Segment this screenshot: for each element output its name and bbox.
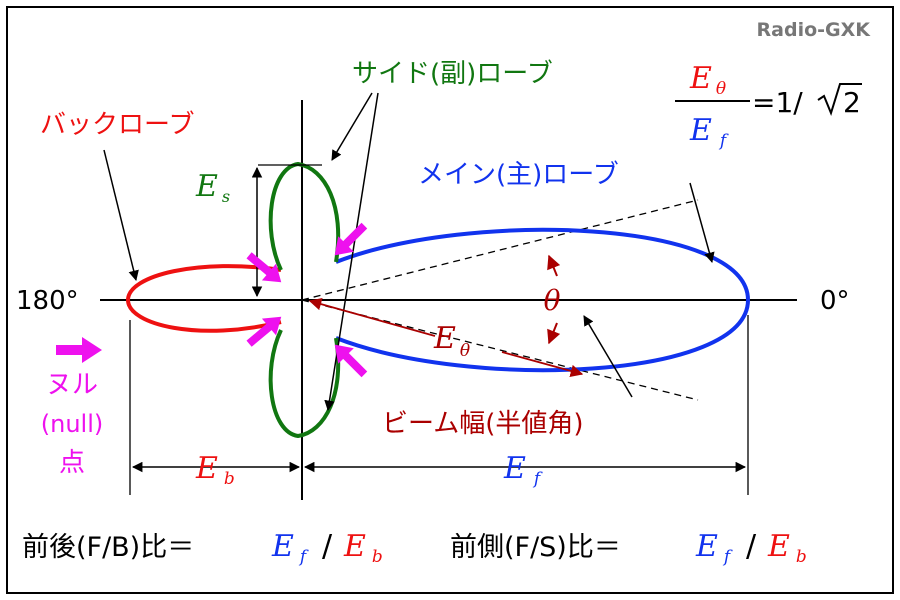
null-point-arrow xyxy=(56,337,102,363)
diagram-frame xyxy=(6,6,894,594)
null-arrow-lower-right xyxy=(334,344,368,378)
null-arrow-upper-left xyxy=(246,252,282,283)
beam-width-leader xyxy=(583,315,633,398)
main-lobe-leader xyxy=(689,182,715,264)
fs-ratio-label: 前側(F/S)比＝ xyxy=(450,532,621,563)
theta-label: θ xyxy=(544,284,561,317)
null-arrow-lower-left xyxy=(246,316,282,347)
watermark: Radio-GXK xyxy=(757,19,872,41)
main-lobe xyxy=(335,227,751,373)
half-power-line-upper xyxy=(301,199,699,301)
null-label-line3: 点 xyxy=(59,448,85,478)
side-lobe-label: サイド(副)ローブ xyxy=(352,59,553,89)
angle-0-label: 0° xyxy=(820,286,850,316)
fs-slash: / xyxy=(746,529,757,564)
e-theta-arrow-left xyxy=(308,297,436,337)
null-arrow-upper-right xyxy=(334,222,368,256)
main-lobe-label: メイン(主)ローブ xyxy=(418,160,619,190)
side-lobe-leader-upper xyxy=(331,92,373,161)
angle-180-label: 180° xyxy=(16,286,79,316)
theta-arc-arrow-upper xyxy=(547,254,561,277)
null-label-line1: ヌル xyxy=(46,370,98,400)
fb-slash: / xyxy=(322,529,333,564)
formula-rhs: =1/ xyxy=(752,86,803,119)
e-theta-arrow-right xyxy=(501,351,584,378)
null-label-line2: (null) xyxy=(41,410,103,438)
back-lobe xyxy=(125,264,282,333)
side-lobe-lower xyxy=(268,329,341,439)
side-lobe-upper xyxy=(268,161,341,271)
half-power-line-lower xyxy=(301,299,699,401)
theta-arc-arrow-lower xyxy=(547,322,561,345)
formula-sqrt-arg: 2 xyxy=(843,86,861,119)
fb-ratio-label: 前後(F/B)比＝ xyxy=(22,532,194,563)
back-lobe-label: バックローブ xyxy=(40,110,194,140)
back-lobe-leader xyxy=(103,149,139,282)
null-arrows xyxy=(56,222,368,378)
sqrt-symbol xyxy=(817,83,862,116)
beam-width-label: ビーム幅(半値角) xyxy=(382,409,584,439)
